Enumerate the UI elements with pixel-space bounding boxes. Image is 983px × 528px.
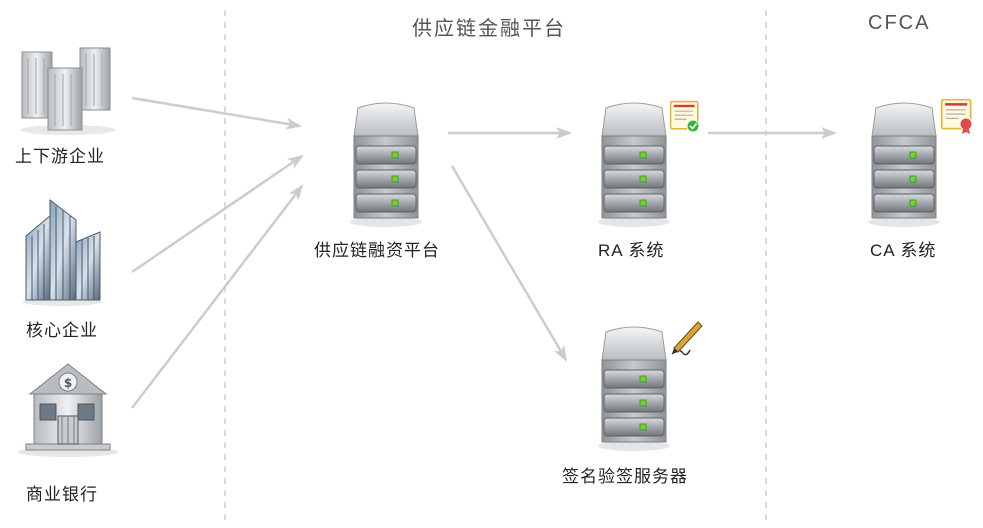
arrow-core-to-platform bbox=[131, 154, 304, 274]
label-finance-platform: 供应链融资平台 bbox=[314, 241, 440, 260]
label-enterprises: 上下游企业 bbox=[15, 147, 105, 166]
server-icon-sign bbox=[597, 326, 671, 452]
bank-icon: $ bbox=[18, 363, 118, 457]
server-icon-ra bbox=[597, 102, 671, 228]
label-ca-system: CA 系统 bbox=[870, 241, 937, 260]
arrows bbox=[131, 96, 837, 409]
arrow-platform-to-sign bbox=[450, 165, 568, 362]
certificate-seal-icon bbox=[940, 98, 973, 134]
buildings-icon bbox=[20, 47, 116, 135]
server-icon-finance-platform bbox=[349, 102, 423, 228]
arrow-enterprises-to-platform bbox=[131, 96, 302, 130]
label-ra-system: RA 系统 bbox=[598, 241, 665, 260]
certificate-check-icon bbox=[669, 100, 700, 133]
server-icon-ca bbox=[867, 102, 941, 228]
svg-text:$: $ bbox=[64, 376, 72, 390]
label-core-enterprise: 核心企业 bbox=[26, 321, 98, 340]
label-bank: 商业银行 bbox=[26, 485, 98, 504]
label-sign-server: 签名验签服务器 bbox=[562, 467, 688, 486]
skyscraper-icon bbox=[22, 198, 102, 306]
section-title-cfca: CFCA bbox=[868, 12, 931, 34]
section-title-platform: 供应链金融平台 bbox=[412, 18, 566, 40]
pen-icon bbox=[671, 321, 703, 356]
arrow-bank-to-platform bbox=[131, 184, 304, 409]
